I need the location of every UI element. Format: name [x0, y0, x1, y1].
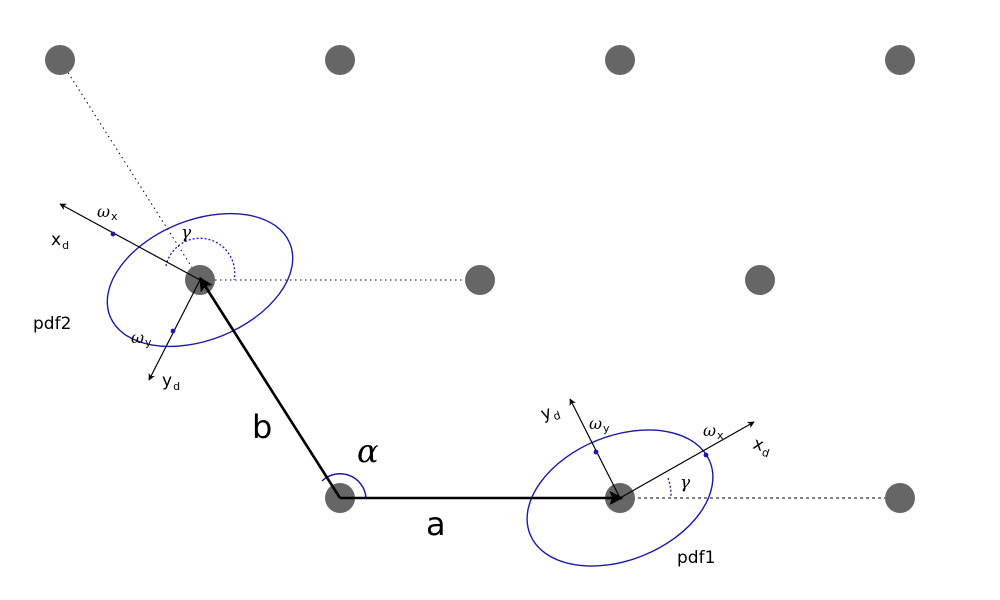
pdf2-label: pdf2	[33, 314, 71, 334]
pdf2-wy-marker	[170, 328, 176, 334]
pdf2-xd-axis-arrow	[59, 203, 201, 281]
vector-b-label: b	[252, 408, 272, 446]
lattice-points	[45, 45, 915, 513]
pdf2-gamma-label: γ	[181, 223, 192, 243]
lattice-point	[605, 45, 635, 75]
lattice-point	[885, 45, 915, 75]
pdf1-xd-label: xd	[750, 434, 774, 461]
pdf2-wy-label: ωy	[131, 328, 152, 349]
alpha-label: α	[357, 432, 379, 470]
pdf2-yd-label: yd	[162, 371, 180, 393]
pdf1-yd-label: yd	[538, 400, 562, 427]
pdf1-wy-marker	[593, 449, 599, 455]
lattice-point	[325, 45, 355, 75]
pdf1-yd-axis-arrow	[569, 398, 621, 499]
pdf2-wx-marker	[110, 231, 116, 237]
lattice-point	[745, 265, 775, 295]
pdf1-gamma-arc	[667, 477, 672, 499]
pdf1-ellipse	[526, 429, 714, 567]
pdf1-wy-label: ωy	[589, 414, 610, 435]
pdf1-wx-marker	[703, 452, 709, 458]
pdf1-wx-label: ωx	[703, 421, 724, 442]
pdf1-label: pdf1	[677, 548, 715, 568]
vector-a-label: a	[426, 505, 446, 543]
pdf2-wx-label: ωx	[97, 202, 118, 223]
vector-b-arrow	[198, 276, 342, 499]
lattice-point	[45, 45, 75, 75]
pdf2-gamma-arc	[165, 237, 236, 281]
pdf2-dotted-to-top-left-point	[59, 59, 201, 281]
pdf1-xd-axis-arrow	[619, 421, 755, 499]
pdf1-gamma-label: γ	[680, 473, 691, 493]
lattice-point	[465, 265, 495, 295]
lattice-point	[885, 483, 915, 513]
pdf2-xd-label: xd	[51, 230, 69, 252]
pdf2-ellipse	[106, 212, 294, 348]
